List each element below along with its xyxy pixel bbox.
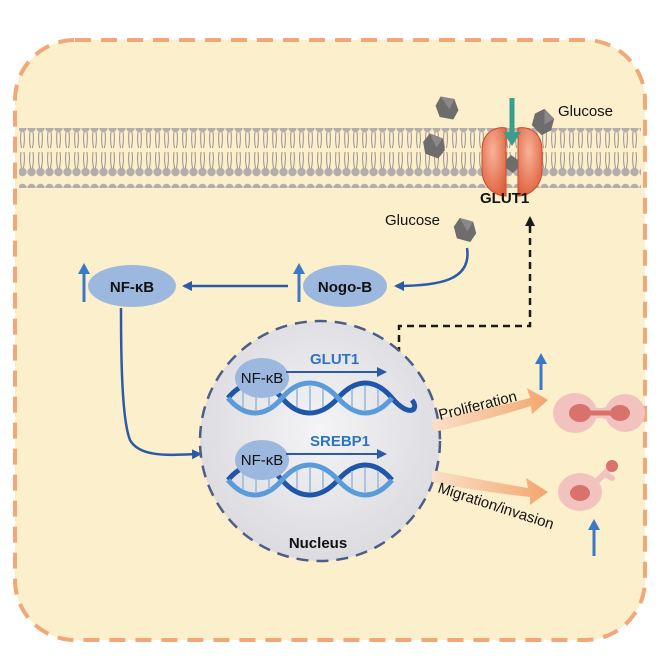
glut1-transporter-icon xyxy=(481,98,543,197)
glucose-icon xyxy=(423,133,445,159)
nfkb-cyto-node xyxy=(88,265,176,307)
nucleus-to-glut1-dashed-arrow xyxy=(397,216,535,354)
glucose-icon xyxy=(435,96,459,120)
migration-arrow xyxy=(432,470,548,505)
glucose-icon xyxy=(453,217,477,243)
gene1-label: GLUT1 xyxy=(310,351,359,368)
nogob-label: Nogo-B xyxy=(318,279,372,296)
nfkb-dna1-node xyxy=(235,358,289,398)
tumor-cell-icon xyxy=(558,460,618,511)
nfkb-dna2-label: NF-κB xyxy=(241,452,284,469)
glucose-to-nogob-arrow xyxy=(394,247,469,291)
up-arrow-icon xyxy=(588,519,600,556)
up-arrow-icon xyxy=(293,263,305,302)
nfkb-cyto-label: NF-κB xyxy=(110,279,154,296)
up-arrow-icon xyxy=(78,263,90,302)
glut1-transporter-label: GLUT1 xyxy=(480,190,529,207)
nfkb-to-nucleus-arrow xyxy=(119,307,202,460)
up-arrow-icon xyxy=(535,353,547,390)
tumor-cell-icon xyxy=(553,393,645,433)
nucleus-label: Nucleus xyxy=(289,535,347,552)
nfkb-dna2-node xyxy=(235,440,289,480)
glucose-icon xyxy=(531,108,555,136)
nfkb-dna1-label: NF-κB xyxy=(241,370,284,387)
cell-membrane xyxy=(19,128,641,188)
nogob-node xyxy=(303,265,387,307)
proliferation-arrow xyxy=(432,388,548,432)
gene2-label: SREBP1 xyxy=(310,433,370,450)
glucose-label-inside: Glucose xyxy=(385,212,440,229)
glucose-label-top: Glucose xyxy=(558,103,613,120)
